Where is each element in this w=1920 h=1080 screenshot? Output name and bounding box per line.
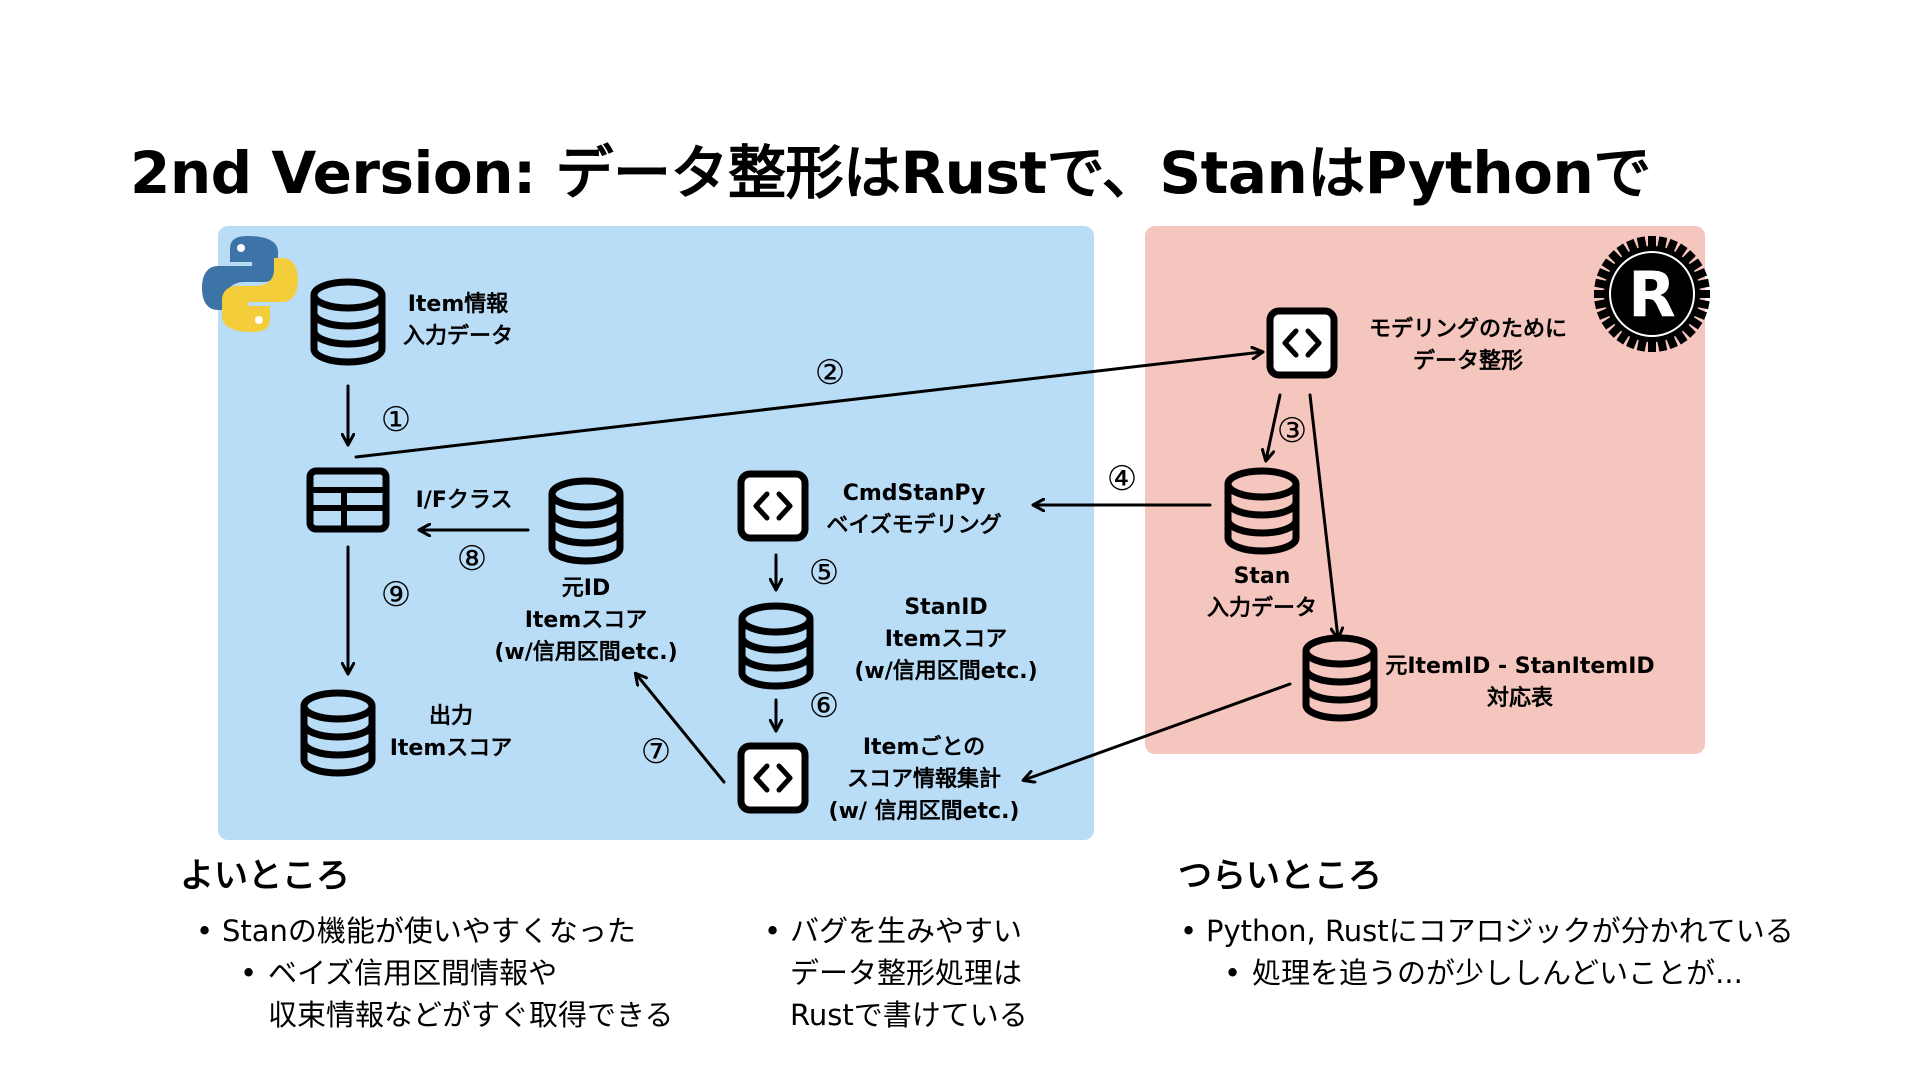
item-input-label-1: Item情報 [408,291,510,317]
aggregate-code-icon [741,746,805,810]
aggregate-label-3: (w/ 信用区間etc.) [829,798,1020,824]
aggregate-label-2: スコア情報集計 [847,766,1001,792]
if-class-table-icon [306,467,390,533]
arrow-3b [1308,393,1338,638]
good-bullet-2: バグを生みやすい [760,910,1028,952]
python-logo-icon [202,236,298,332]
good-points-list-2: バグを生みやすい データ整形処理は Rustで書けている [760,910,1028,1036]
step-6: ⑥ [809,686,839,726]
step-4: ④ [1107,459,1137,499]
good-bullet-2-cont-1: データ整形処理は [790,956,1023,990]
stan-input-label-1: Stan [1234,564,1291,589]
step-5: ⑤ [809,553,839,593]
cmdstanpy-label-2: ベイズモデリング [826,512,1001,538]
flow-arrows [348,352,1338,782]
stanid-score-label-2: Itemスコア [885,627,1008,652]
step-9: ⑨ [381,575,411,615]
bad-sub-bullet-1: 処理を追うのが少ししんどいことが... [1176,952,1794,994]
step-2: ② [815,353,845,393]
cmdstanpy-label-1: CmdStanPy [843,481,986,506]
good-sub-bullet-1-cont: 収束情報などがすぐ取得できる [268,998,674,1032]
slide-title: 2nd Version: データ整形はRustで、StanはPythonで [130,139,1651,207]
output-label-1: 出力 [429,704,473,729]
good-points-heading: よいところ [180,856,350,896]
id-map-label-1: 元ItemID - StanItemID [1385,654,1654,679]
bad-points-heading: つらいところ [1178,856,1382,896]
orig-score-label-2: Itemスコア [525,608,648,633]
good-sub-bullet-1: ベイズ信用区間情報や [192,952,673,994]
if-class-label: I/Fクラス [416,488,513,513]
arrow-2 [354,352,1262,459]
stanid-score-label-3: (w/信用区間etc.) [854,658,1037,684]
step-3: ③ [1277,411,1307,451]
bad-points-list: Python, Rustにコアロジックが分かれている 処理を追うのが少ししんどい… [1176,910,1794,994]
id-map-label-2: 対応表 [1487,685,1554,711]
shaping-label-2: データ整形 [1413,348,1523,374]
arrow-7 [636,674,726,784]
shaping-code-icon [1270,311,1334,375]
step-7: ⑦ [641,732,671,772]
step-8: ⑧ [457,539,487,579]
svg-text:R: R [1628,258,1676,331]
output-label-2: Itemスコア [390,736,513,761]
good-bullet-2-cont-2: Rustで書けている [790,998,1028,1032]
good-bullet-1: Stanの機能が使いやすくなった [192,910,673,952]
cmdstanpy-code-icon [741,474,805,538]
shaping-label-1: モデリングのために [1369,316,1567,342]
stanid-score-label-1: StanID [904,595,987,620]
good-points-list: Stanの機能が使いやすくなった ベイズ信用区間情報や 収束情報などがすぐ取得で… [192,910,673,1036]
arrow-map [1024,682,1292,780]
step-1: ① [381,400,411,440]
stan-input-label-2: 入力データ [1207,595,1317,621]
aggregate-label-1: Itemごとの [863,734,985,760]
bad-bullet-1: Python, Rustにコアロジックが分かれている [1176,910,1794,952]
orig-score-label-3: (w/信用区間etc.) [494,639,677,665]
item-input-label-2: 入力データ [403,323,513,349]
arrow-3a [1266,393,1282,460]
orig-score-label-1: 元ID [562,576,610,601]
rust-logo-icon: R [1594,236,1710,352]
python-panel [218,226,1094,840]
